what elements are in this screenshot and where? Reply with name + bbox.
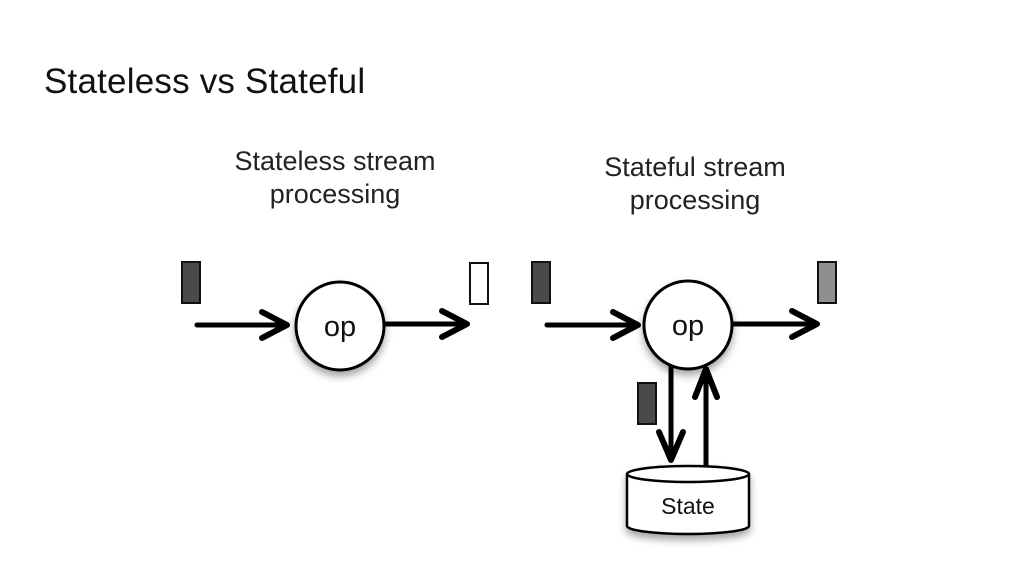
stateless-diagram: op	[181, 261, 489, 372]
state-store-label: State	[661, 493, 715, 519]
stateful-operator-label: op	[672, 310, 704, 342]
stateful-state-read-arrow	[692, 366, 720, 466]
state-store-cylinder-icon	[625, 464, 751, 536]
stateless-output-arrow	[382, 308, 470, 340]
stateful-heading-line-1: Stateful stream	[604, 152, 786, 182]
stateless-output-event	[469, 262, 489, 305]
slide-title: Stateless vs Stateful	[44, 62, 366, 101]
stateful-state-write-arrow	[656, 362, 686, 463]
stateful-output-arrow	[730, 308, 820, 340]
stateless-heading-line-2: processing	[269, 179, 401, 209]
stateful-output-event	[817, 261, 837, 304]
stateful-heading: Stateful stream processing	[570, 151, 820, 217]
stateless-input-event	[181, 261, 201, 304]
stateless-heading-line-1: Stateless stream	[234, 146, 436, 176]
stateless-input-arrow	[194, 309, 290, 341]
stateful-heading-line-2: processing	[629, 185, 761, 215]
stateful-input-event	[531, 261, 551, 304]
stateless-operator-label: op	[324, 311, 356, 343]
stateless-heading: Stateless stream processing	[200, 145, 470, 211]
stateful-input-arrow	[544, 309, 641, 341]
stateful-state-event	[637, 382, 657, 425]
stateful-diagram: op State	[531, 261, 837, 536]
